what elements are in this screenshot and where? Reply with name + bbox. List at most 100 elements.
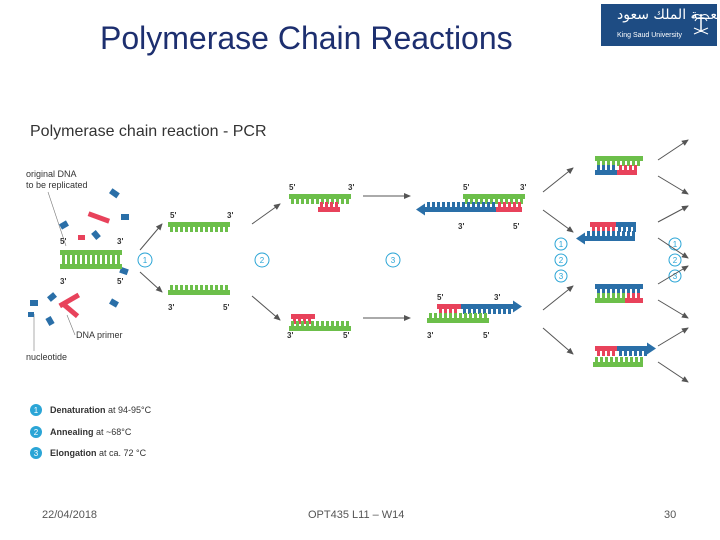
cycle-a-marker-3-label: 3 [559, 272, 564, 281]
strand-base [434, 313, 437, 318]
arrow-cycle-a-1 [542, 167, 574, 193]
university-logo: جـــامـعـــة الملك سعود King Saud Univer… [601, 4, 720, 46]
strand-base [607, 227, 610, 232]
strand-backbone-4 [289, 194, 351, 199]
strand-base [117, 259, 120, 264]
strand-base [602, 161, 605, 166]
strand-backbone-11 [437, 304, 461, 309]
cycle-a-marker-2-label: 2 [559, 256, 564, 265]
arrow-cycle-b-4 [657, 237, 689, 259]
strand-base [622, 293, 625, 298]
strand-base [597, 289, 600, 294]
strand-base [97, 259, 100, 264]
strand-base [637, 289, 640, 294]
free-primers [58, 211, 111, 319]
strand-base [303, 319, 306, 324]
strand-base [306, 321, 309, 326]
end-label-elong-top-5: 5' [463, 183, 469, 192]
strand-base [627, 231, 630, 236]
strand-direction-arrowhead [416, 203, 425, 216]
strand-base [325, 202, 328, 207]
strand-base [597, 351, 600, 356]
legend-step-2-name: Annealing [50, 427, 94, 437]
strand-base [493, 309, 496, 314]
strand-base [296, 199, 299, 204]
strand-base [612, 231, 615, 236]
legend-step-2-number: 2 [34, 428, 39, 437]
dna-strands [60, 156, 656, 367]
strand-base [505, 199, 508, 204]
strand-end-labels: 5' 3' 3' 5' 5' 3' 3' 5' 5' 3' 3' 5' 5' 3… [60, 183, 526, 340]
strand-base [170, 285, 173, 290]
strand-base [602, 231, 605, 236]
strand-base [301, 199, 304, 204]
strand-base [607, 231, 610, 236]
strand-base [72, 255, 75, 260]
strand-base [607, 161, 610, 166]
strand-base [472, 202, 475, 207]
strand-base [316, 321, 319, 326]
strand-base [444, 309, 447, 314]
strand-base [326, 199, 329, 204]
strand-backbone-10 [425, 207, 496, 212]
strand-backbone-15 [595, 170, 617, 175]
step-marker-3 [385, 252, 401, 268]
strand-base [602, 289, 605, 294]
strand-base [624, 351, 627, 356]
arrow-cycle-b-3 [657, 205, 689, 223]
strand-base [225, 285, 228, 290]
strand-base [637, 293, 640, 298]
strand-base [622, 231, 625, 236]
arrow-cycle-b-6 [657, 299, 689, 319]
strand-base [298, 319, 301, 324]
strand-base [102, 255, 105, 260]
strand-base [508, 202, 511, 207]
strand-base [117, 255, 120, 260]
strand-base [87, 255, 90, 260]
strand-base [480, 199, 483, 204]
strand-backbone-0 [60, 250, 122, 255]
strand-base [513, 202, 516, 207]
strand-backbone-2 [168, 222, 230, 227]
end-label-anneal-top-3: 3' [348, 183, 354, 192]
strand-base [77, 259, 80, 264]
strand-base [587, 231, 590, 236]
strand-base [112, 255, 115, 260]
end-label-orig-top-5: 5' [60, 237, 66, 246]
strand-base [490, 199, 493, 204]
legend-step-3-number: 3 [34, 449, 39, 458]
strand-base [102, 259, 105, 264]
steps-legend: 1 Denaturation at 94-95°C 2 Annealing at… [30, 404, 152, 459]
palm-swords-emblem-icon [692, 14, 710, 35]
legend-step-2-detail: at ~68°C [94, 427, 132, 437]
strand-base [331, 199, 334, 204]
cycle-b-marker-3-label: 3 [673, 272, 678, 281]
arrow-cycle-a-2 [542, 209, 574, 233]
strand-base [320, 202, 323, 207]
arrow-anneal-top [251, 203, 281, 225]
strand-base [185, 227, 188, 232]
strand-base [474, 313, 477, 318]
strand-base [82, 259, 85, 264]
strand-base [632, 293, 635, 298]
strand-backbone-6 [291, 314, 315, 319]
strand-base [462, 202, 465, 207]
strand-base [508, 309, 511, 314]
arrow-cycle-b-8 [657, 361, 689, 383]
footer-course: OPT435 L11 – W14 [308, 509, 405, 521]
end-label-elong-bottom-5: 5' [483, 331, 489, 340]
strand-base [444, 313, 447, 318]
strand-backbone-14 [595, 156, 643, 161]
strand-base [205, 285, 208, 290]
strand-base [72, 259, 75, 264]
strand-base [180, 285, 183, 290]
arrow-cycle-b-2 [657, 175, 689, 195]
legend-step-3-detail: at ca. 72 °C [97, 448, 147, 458]
strand-base [210, 227, 213, 232]
strand-base [336, 199, 339, 204]
strand-base [293, 319, 296, 324]
strand-base [495, 199, 498, 204]
strand-base [612, 351, 615, 356]
strand-base [220, 227, 223, 232]
strand-base [640, 357, 643, 362]
